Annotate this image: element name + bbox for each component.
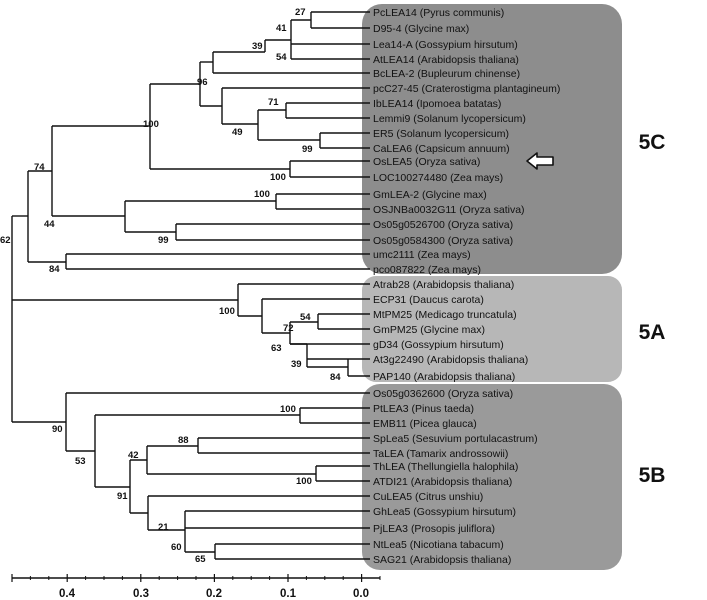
group-5B-box <box>362 384 622 570</box>
bootstrap-value: 72 <box>283 323 294 334</box>
leaf-label: SpLea5 (Sesuvium portulacastrum) <box>373 433 538 445</box>
leaf-label: umc2111 (Zea mays) <box>373 249 471 261</box>
bootstrap-value: 91 <box>117 491 128 502</box>
bootstrap-value: 74 <box>34 162 45 173</box>
bootstrap-value: 62 <box>0 235 11 246</box>
bootstrap-value: 27 <box>295 7 306 18</box>
group-5B-label: 5B <box>639 464 666 487</box>
leaf-label: PcLEA14 (Pyrus communis) <box>373 7 504 19</box>
left-arrow-icon <box>526 152 554 170</box>
leaf-label: IbLEA14 (Ipomoea batatas) <box>373 98 501 110</box>
leaf-label: EMB11 (Picea glauca) <box>373 418 477 430</box>
leaf-label: Lea14-A (Gossypium hirsutum) <box>373 39 518 51</box>
bootstrap-value: 100 <box>296 476 312 487</box>
bootstrap-value: 63 <box>271 343 282 354</box>
group-5A-box <box>362 276 622 382</box>
leaf-labels: PcLEA14 (Pyrus communis) D95-4 (Glycine … <box>373 7 560 566</box>
leaf-label: pcC27-45 (Craterostigma plantagineum) <box>373 83 560 95</box>
bootstrap-value: 42 <box>128 450 139 461</box>
leaf-label: Atrab28 (Arabidopsis thaliana) <box>373 279 514 291</box>
leaf-label: CuLEA5 (Citrus unshiu) <box>373 491 483 503</box>
leaf-label: ATDI21 (Arabidopsis thaliana) <box>373 476 512 488</box>
leaf-label: SAG21 (Arabidopsis thaliana) <box>373 554 511 566</box>
scale-tick-label: 0.0 <box>353 588 369 600</box>
leaf-label: pco087822 (Zea mays) <box>373 264 481 276</box>
leaf-label: LOC100274480 (Zea mays) <box>373 172 503 184</box>
bootstrap-value: 99 <box>302 144 313 155</box>
scale-tick-label: 0.3 <box>133 588 149 600</box>
bootstrap-value: 88 <box>178 435 189 446</box>
scale-tick-label: 0.2 <box>206 588 222 600</box>
bootstrap-value: 100 <box>270 172 286 183</box>
leaf-label: Os05g0584300 (Oryza sativa) <box>373 235 513 247</box>
bootstrap-value: 100 <box>143 119 159 130</box>
tree-branches <box>11 11 370 560</box>
leaf-label: ECP31 (Daucus carota) <box>373 294 484 306</box>
bootstrap-value: 21 <box>158 522 169 533</box>
bootstrap-value: 60 <box>171 542 182 553</box>
bootstrap-value: 99 <box>158 235 169 246</box>
leaf-label: CaLEA6 (Capsicum annuum) <box>373 143 510 155</box>
leaf-label: AtLEA14 (Arabidopsis thaliana) <box>373 54 519 66</box>
bootstrap-value: 54 <box>300 312 311 323</box>
leaf-label: MtPM25 (Medicago truncatula) <box>373 309 517 321</box>
leaf-label: TaLEA (Tamarix androssowii) <box>373 448 508 460</box>
scale-tick-label: 0.1 <box>280 588 297 600</box>
leaf-label: ER5 (Solanum lycopersicum) <box>373 128 509 140</box>
group-5C-label: 5C <box>639 131 666 154</box>
leaf-label-highlighted: OsLEA5 (Oryza sativa) <box>373 156 480 168</box>
bootstrap-value: 71 <box>268 97 279 108</box>
leaf-label: At3g22490 (Arabidopsis thaliana) <box>373 354 528 366</box>
bootstrap-value: 100 <box>280 404 296 415</box>
group-5A-label: 5A <box>639 321 666 344</box>
leaf-label: PtLEA3 (Pinus taeda) <box>373 403 474 415</box>
bootstrap-value: 54 <box>276 52 287 63</box>
bootstrap-values: 27 41 39 54 96 71 100 49 99 100 74 100 4… <box>0 7 341 565</box>
bootstrap-value: 53 <box>75 456 86 467</box>
leaf-label: Os05g0362600 (Oryza sativa) <box>373 388 513 400</box>
bootstrap-value: 100 <box>219 306 235 317</box>
bootstrap-value: 41 <box>276 23 287 34</box>
leaf-label: gD34 (Gossypium hirsutum) <box>373 339 504 351</box>
group-5C-box <box>362 4 622 274</box>
bootstrap-value: 90 <box>52 424 63 435</box>
bootstrap-value: 44 <box>44 219 55 230</box>
bootstrap-value: 39 <box>252 41 263 52</box>
bootstrap-value: 65 <box>195 554 206 565</box>
leaf-label: PAP140 (Arabidopsis thaliana) <box>373 371 515 383</box>
leaf-label: GmLEA-2 (Glycine max) <box>373 189 487 201</box>
leaf-label: PjLEA3 (Prosopis juliflora) <box>373 523 495 535</box>
bootstrap-value: 84 <box>330 372 341 383</box>
leaf-label: OSJNBa0032G11 (Oryza sativa) <box>373 204 525 216</box>
bootstrap-value: 96 <box>197 77 208 88</box>
scale-axis: 0.4 0.3 0.2 0.1 0.0 <box>11 574 381 600</box>
leaf-label: BcLEA-2 (Bupleurum chinense) <box>373 68 520 80</box>
scale-tick-label: 0.4 <box>59 588 76 600</box>
bootstrap-value: 39 <box>291 359 302 370</box>
bootstrap-value: 100 <box>254 189 270 200</box>
leaf-label: Lemmi9 (Solanum lycopersicum) <box>373 113 526 125</box>
leaf-label: NtLea5 (Nicotiana tabacum) <box>373 539 504 551</box>
leaf-label: Os05g0526700 (Oryza sativa) <box>373 219 513 231</box>
leaf-label: GhLea5 (Gossypium hirsutum) <box>373 506 516 518</box>
bootstrap-value: 49 <box>232 127 243 138</box>
leaf-label: D95-4 (Glycine max) <box>373 23 469 35</box>
leaf-label: GmPM25 (Glycine max) <box>373 324 485 336</box>
bootstrap-value: 84 <box>49 264 60 275</box>
leaf-label: ThLEA (Thellungiella halophila) <box>373 461 518 473</box>
